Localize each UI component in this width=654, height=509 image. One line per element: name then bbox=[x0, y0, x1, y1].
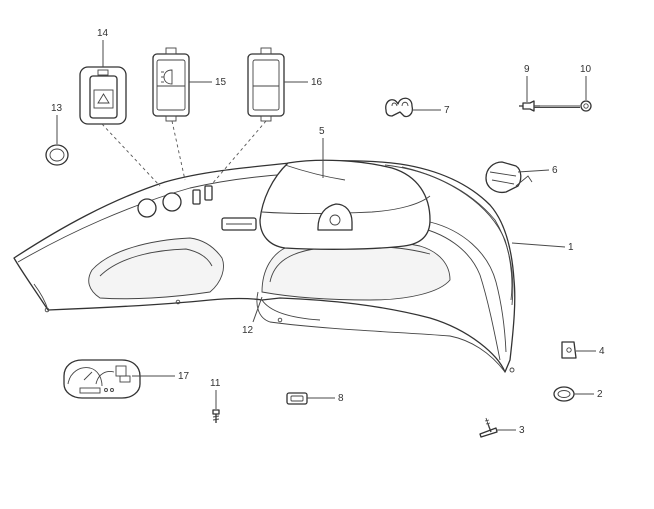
rivet bbox=[519, 100, 580, 112]
callout-6: 6 bbox=[552, 165, 558, 176]
screw bbox=[479, 417, 498, 438]
callout-11: 11 bbox=[210, 378, 221, 389]
callout-9: 9 bbox=[524, 64, 530, 75]
rocker-switch bbox=[247, 47, 285, 122]
small-plug bbox=[286, 392, 308, 405]
callout-16: 16 bbox=[311, 77, 323, 88]
instrument-cluster bbox=[63, 359, 141, 399]
spring-clip bbox=[485, 161, 533, 194]
grommet bbox=[553, 386, 575, 402]
callout-2: 2 bbox=[597, 389, 603, 400]
hazard-switch bbox=[79, 66, 127, 125]
callout-15: 15 bbox=[215, 77, 227, 88]
callout-10: 10 bbox=[580, 64, 592, 75]
callout-8: 8 bbox=[338, 393, 344, 404]
dashboard-panel bbox=[13, 160, 516, 373]
callout-12: 12 bbox=[242, 325, 254, 336]
callout-17: 17 bbox=[178, 371, 190, 382]
callout-5: 5 bbox=[319, 126, 325, 137]
instrument-cover bbox=[259, 159, 431, 250]
callout-3: 3 bbox=[519, 425, 525, 436]
headlight-switch bbox=[152, 47, 190, 122]
callout-4: 4 bbox=[599, 346, 605, 357]
wire-clip bbox=[385, 97, 414, 118]
callout-7: 7 bbox=[444, 105, 450, 116]
callout-14: 14 bbox=[97, 28, 109, 39]
washer bbox=[580, 100, 592, 112]
small-screw bbox=[212, 409, 220, 423]
callout-1: 1 bbox=[568, 242, 574, 253]
speed-nut bbox=[561, 341, 577, 359]
callout-13: 13 bbox=[51, 103, 63, 114]
blank-cap bbox=[45, 144, 69, 166]
